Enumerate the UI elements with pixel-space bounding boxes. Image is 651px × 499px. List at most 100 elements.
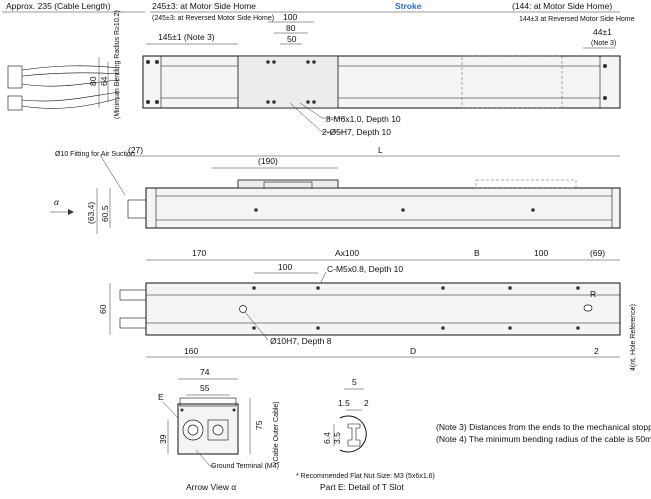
dim-80-top: 80 bbox=[286, 23, 296, 33]
arrow-fitting-inner bbox=[187, 424, 199, 436]
tslot-dim-2: 2 bbox=[364, 398, 369, 408]
bottom-fitting-upper bbox=[119, 289, 147, 301]
top-end-cap bbox=[599, 55, 621, 109]
arrow-connector-port bbox=[212, 424, 224, 436]
top-body bbox=[142, 55, 621, 109]
dim-L: L bbox=[378, 145, 383, 155]
pin-holes-label: 2-Ø5H7, Depth 10 bbox=[322, 127, 391, 137]
cable-lower bbox=[21, 91, 121, 109]
motor-home-label: 245±3: at Motor Side Home bbox=[152, 1, 256, 11]
stroke-label: Stroke bbox=[395, 1, 422, 11]
tslot-dim-35: 3.5 bbox=[332, 432, 342, 444]
dim-44-note: (Note 3) bbox=[591, 40, 616, 47]
dim-80v: 80 bbox=[88, 76, 98, 86]
dim-60v: 60 bbox=[98, 304, 108, 314]
dim-27: (27) bbox=[128, 145, 143, 155]
side-view: Ø10 Fitting for Air Suction (27) L (190)… bbox=[50, 145, 621, 234]
side-carriage bbox=[237, 179, 339, 189]
bottom-mount-holes bbox=[252, 286, 580, 330]
dim-100a: 100 bbox=[534, 248, 548, 258]
t-slot-detail: 5 1.5 2 6.4 3.5 * Recommended Flat Nut S… bbox=[296, 377, 435, 492]
dim-D: D bbox=[410, 346, 416, 356]
mark-R: R bbox=[590, 289, 596, 299]
mount-ref-label: 4(nt, Hole Reference) bbox=[630, 304, 637, 371]
arrow-view-caption: Arrow View α bbox=[186, 482, 236, 492]
arrow-screw-1 bbox=[180, 408, 184, 412]
pin-holes-leader bbox=[289, 102, 345, 133]
arrow-screw-2 bbox=[232, 408, 236, 412]
note-3: (Note 3) Distances from the ends to the … bbox=[436, 422, 651, 432]
side-screw-dots bbox=[254, 208, 535, 212]
tslot-profile bbox=[347, 423, 361, 447]
dim-64v: 64 bbox=[99, 76, 109, 86]
mark-E: E bbox=[158, 392, 164, 402]
ground-leader bbox=[195, 449, 215, 467]
notes: (Note 3) Distances from the ends to the … bbox=[436, 422, 651, 444]
dim-2: 2 bbox=[594, 346, 599, 356]
dim-100-top: 100 bbox=[283, 12, 297, 22]
top-cap-screws bbox=[146, 60, 607, 104]
motor-home-right-label: (144: at Motor Side Home) bbox=[512, 1, 612, 11]
pin-hole-round bbox=[239, 305, 247, 313]
dim-ax100: Ax100 bbox=[335, 248, 359, 258]
ground-label: Ground Terminal (M4) bbox=[211, 463, 279, 470]
bottom-fitting-lower bbox=[119, 317, 147, 329]
side-end-cap bbox=[611, 187, 621, 229]
c-holes-label: C-M5x0.8, Depth 10 bbox=[327, 264, 403, 274]
dim-160: 160 bbox=[184, 346, 198, 356]
fitting-label: Ø10 Fitting for Air Suction bbox=[55, 151, 135, 158]
reversed-home-label: (245±3: at Reversed Motor Side Home) bbox=[152, 15, 274, 22]
tslot-profile-arc bbox=[339, 415, 367, 453]
cable-upper bbox=[21, 65, 121, 87]
dim-75: 75 bbox=[254, 420, 264, 430]
dim-50-top: 50 bbox=[287, 34, 297, 44]
top-motor-cap bbox=[142, 55, 162, 109]
recommended-nut: * Recommended Flat Nut Size: M3 (5x6x1.6… bbox=[296, 473, 435, 480]
top-carriage-holes bbox=[266, 60, 316, 104]
fitting-leader bbox=[99, 154, 126, 196]
mark-E-leader bbox=[162, 401, 181, 421]
dim-55: 55 bbox=[200, 383, 210, 393]
tslot-dim-5: 5 bbox=[352, 377, 357, 387]
arrow-carriage bbox=[179, 397, 237, 407]
side-carriage-stroke-end bbox=[475, 179, 577, 189]
alpha-arrowhead bbox=[68, 209, 74, 215]
cable-connector-lower bbox=[7, 95, 23, 111]
pin-hole-leader bbox=[244, 311, 269, 341]
dim-69: (69) bbox=[590, 248, 605, 258]
reversed-home-right-label: 144±3 at Reversed Motor Side Home bbox=[519, 16, 635, 23]
dim-39: 39 bbox=[158, 434, 168, 444]
dim-634: (63.4) bbox=[86, 202, 96, 224]
side-fitting bbox=[127, 199, 147, 219]
tap-holes-label: 8-M6x1.0, Depth 10 bbox=[326, 114, 401, 124]
dim-44: 44±1 bbox=[593, 27, 612, 37]
dim-190: (190) bbox=[258, 156, 278, 166]
cable-exit-label: (Cable Outer Cable) bbox=[273, 401, 280, 464]
dim-145: 145±1 (Note 3) bbox=[158, 32, 215, 42]
tslot-caption: Part E: Detail of T Slot bbox=[320, 482, 404, 492]
min-bend-label: (Minimum Bending Radius R≥10.2) bbox=[114, 10, 121, 119]
bottom-view: 170 Ax100 B 100 (69) 100 C-M5x0.8, Depth… bbox=[98, 248, 637, 371]
dim-B: B bbox=[474, 248, 480, 258]
dim-605: 60.5 bbox=[100, 205, 110, 222]
tap-holes-leader bbox=[299, 102, 345, 119]
dim-170: 170 bbox=[192, 248, 206, 258]
dim-100b: 100 bbox=[278, 262, 292, 272]
tslot-dim-15: 1.5 bbox=[338, 398, 350, 408]
side-carriage-top bbox=[263, 181, 313, 189]
arrow-view: 74 55 E 39 75 (Cable Outer Cable) Ground… bbox=[158, 367, 280, 492]
top-view: Approx. 235 (Cable Length) 245±3: at Mot… bbox=[2, 1, 635, 137]
top-carriage bbox=[237, 55, 339, 109]
cable-connector-upper bbox=[7, 65, 23, 89]
arrow-connector bbox=[207, 419, 229, 441]
note-4: (Note 4) The minimum bending radius of t… bbox=[436, 434, 651, 444]
cable-length-label: Approx. 235 (Cable Length) bbox=[6, 1, 111, 11]
dim-74: 74 bbox=[200, 367, 210, 377]
pin-hole-label: Ø10H7, Depth 8 bbox=[270, 336, 332, 346]
bottom-body bbox=[145, 282, 621, 336]
top-carriage-stroke-end bbox=[461, 55, 563, 109]
pin-hole-slot bbox=[583, 304, 593, 312]
alpha-label: α bbox=[54, 197, 60, 207]
side-body bbox=[145, 187, 621, 229]
